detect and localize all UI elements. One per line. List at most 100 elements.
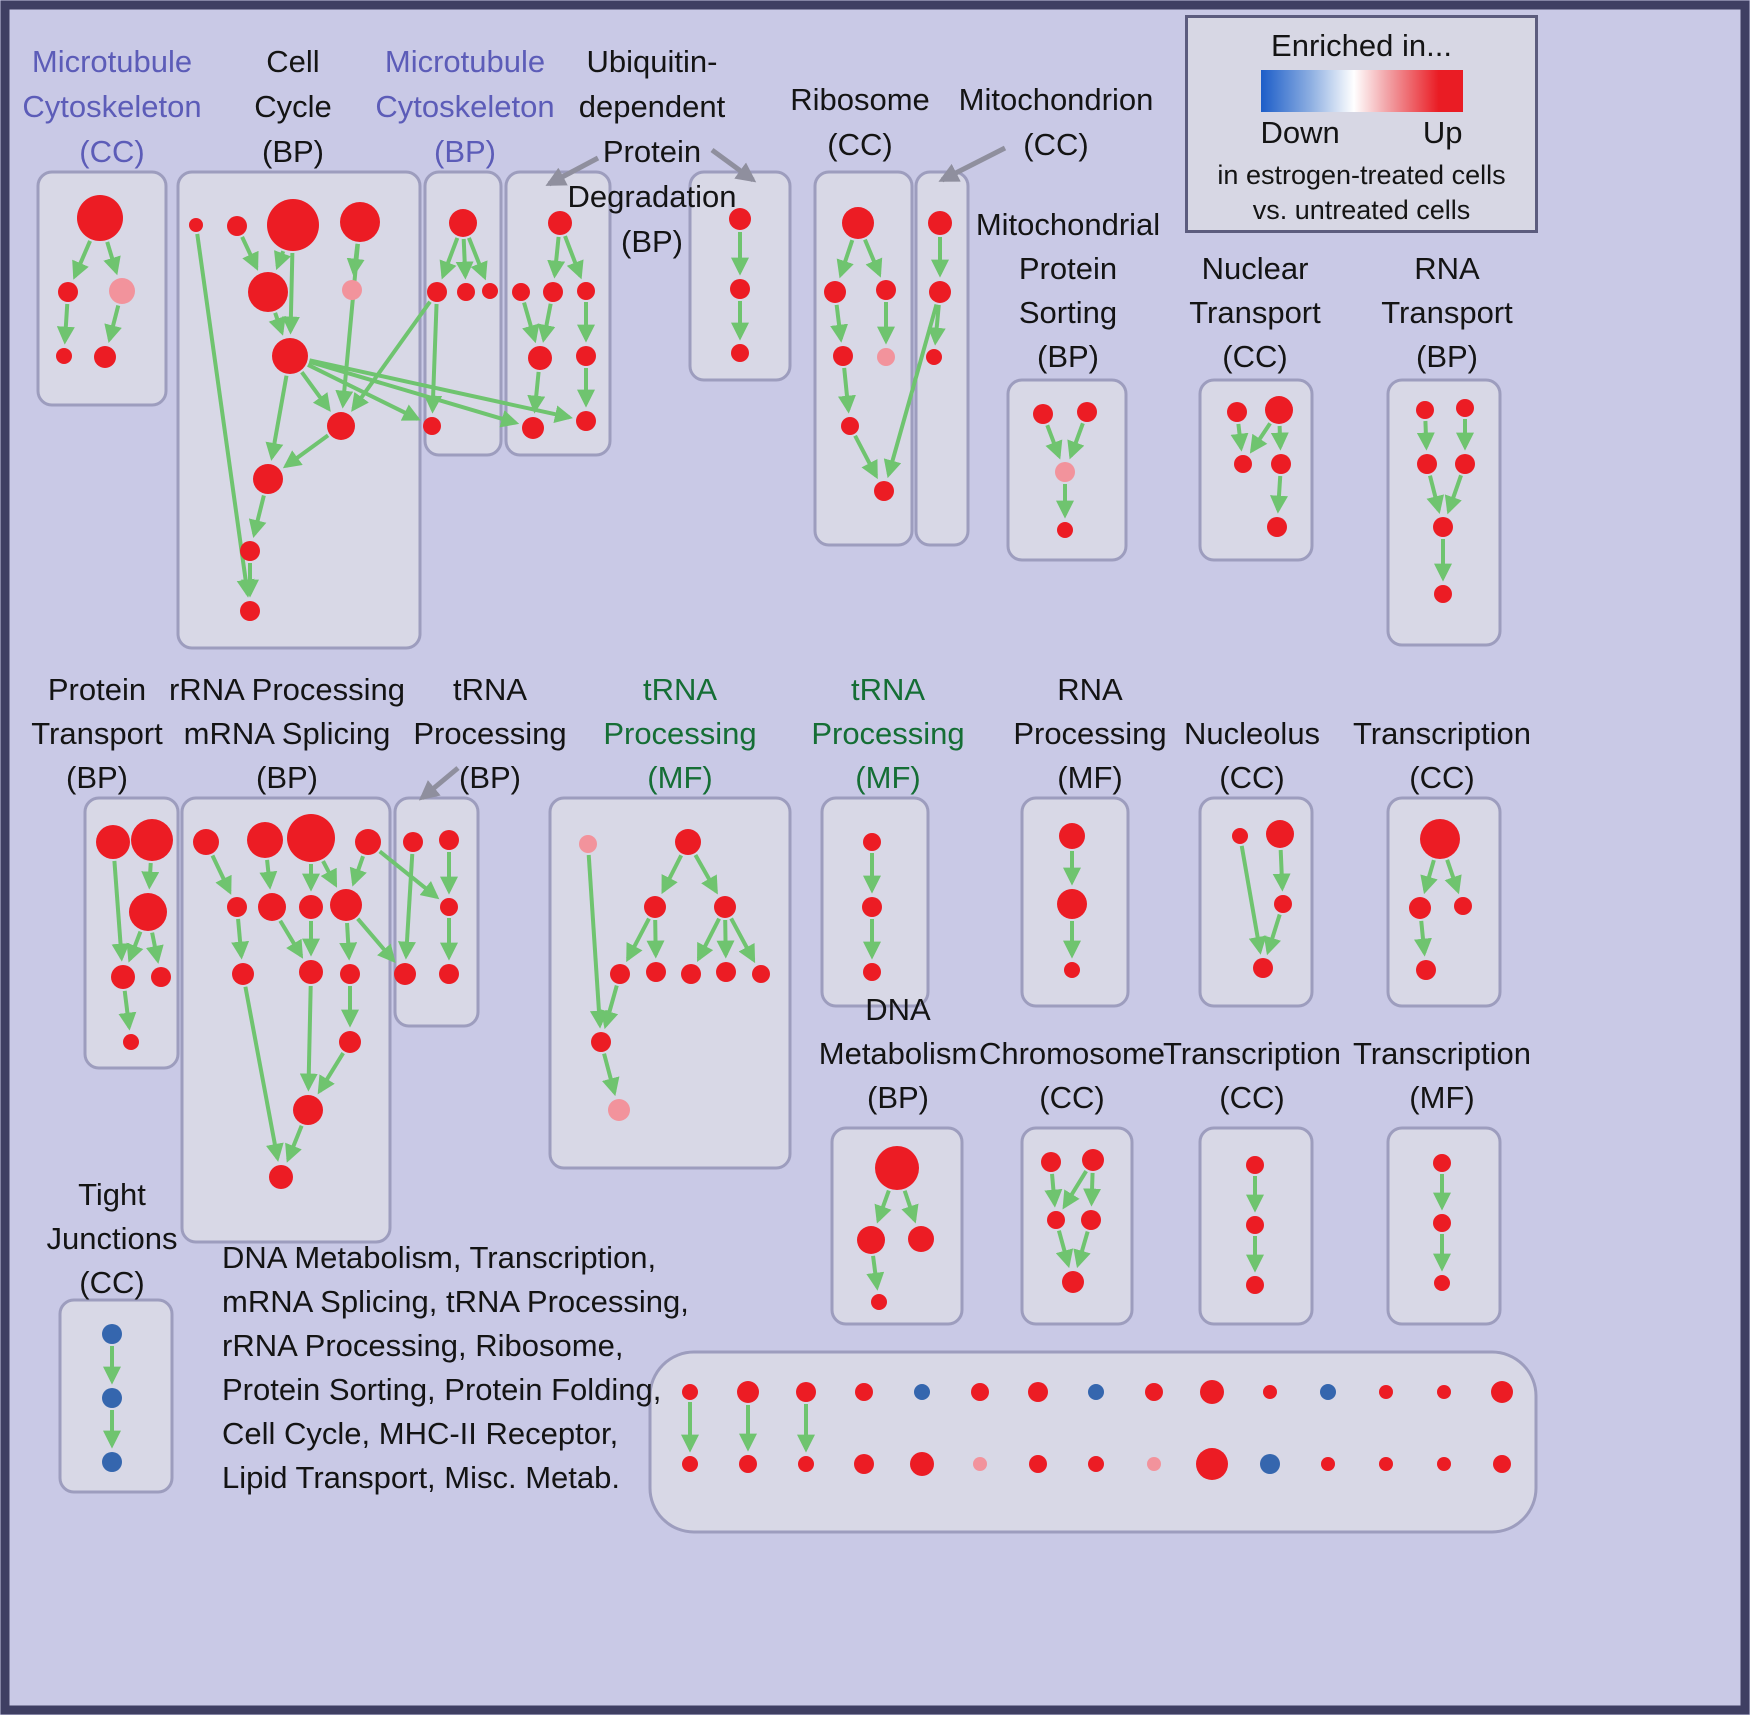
- go-term-node: [287, 814, 335, 862]
- go-edge-arrow: [1272, 849, 1291, 892]
- go-edge-arrow: [527, 371, 546, 414]
- go-term-node: [109, 278, 135, 304]
- go-edge-arrow: [866, 1255, 885, 1291]
- go-term-node: [96, 825, 130, 859]
- go-term-node: [247, 822, 283, 858]
- microtubule-cytoskeleton-cc-label: Microtubule: [32, 44, 192, 79]
- legend-gradient-bar: [1260, 70, 1463, 112]
- go-term-node: [1491, 1381, 1513, 1403]
- go-term-node: [151, 967, 171, 987]
- go-term-node: [875, 1146, 919, 1190]
- go-term-node: [1379, 1385, 1393, 1399]
- go-edge-arrow: [299, 985, 318, 1092]
- go-edge-arrow: [836, 239, 855, 279]
- go-edge-arrow: [282, 433, 330, 469]
- go-term-node: [863, 963, 881, 981]
- go-term-node: [910, 1452, 934, 1476]
- go-term-node: [716, 962, 736, 982]
- go-term-node: [1271, 454, 1291, 474]
- go-edge-arrow: [1055, 1230, 1074, 1269]
- go-term-node: [327, 412, 355, 440]
- chromosome-cc-box: [1020, 1126, 1134, 1326]
- go-term-node: [427, 282, 447, 302]
- go-edge-arrow: [646, 919, 665, 959]
- go-term-node: [1437, 1385, 1451, 1399]
- tight-junctions-cc-label: Junctions: [47, 1221, 178, 1256]
- go-edge-arrow: [378, 849, 440, 900]
- legend-subtitle-line2: vs. untreated cells: [1252, 195, 1471, 225]
- go-term-node: [1246, 1276, 1264, 1294]
- go-edge-arrow: [1083, 1172, 1102, 1207]
- go-term-node: [548, 211, 572, 235]
- transcription-cc-lower-label: (CC): [1219, 1080, 1284, 1115]
- legend-box: Enriched in... Down Up in estrogen-treat…: [1185, 15, 1538, 233]
- go-term-node: [591, 1032, 611, 1052]
- go-term-node: [841, 417, 859, 435]
- label-pointer-arrow: [938, 145, 1007, 183]
- transcription-mf-label: Transcription: [1353, 1036, 1531, 1071]
- go-term-node: [682, 1456, 698, 1472]
- go-edge-arrow: [72, 240, 92, 280]
- go-term-node: [730, 279, 750, 299]
- go-term-node: [1028, 1382, 1048, 1402]
- go-edge-arrow: [1067, 422, 1085, 460]
- trna-processing-mf-large-label: tRNA: [643, 672, 717, 707]
- go-edge-arrow: [927, 304, 946, 346]
- microtubule-cytoskeleton-bp-label: Cytoskeleton: [375, 89, 554, 124]
- legend-endpoint-labels: Down Up: [1261, 116, 1463, 150]
- microtubule-cytoskeleton-bp-label: Microtubule: [385, 44, 545, 79]
- go-term-node: [269, 1165, 293, 1189]
- go-edge-arrow: [268, 312, 286, 336]
- go-term-node: [714, 896, 736, 918]
- tight-junctions-cc-label: (CC): [79, 1265, 144, 1300]
- go-term-node: [129, 893, 167, 931]
- microtubule-cytoskeleton-bp-box: [423, 170, 503, 457]
- go-edge-arrow: [351, 300, 432, 412]
- go-edge-arrow: [467, 237, 488, 281]
- go-edge-arrow: [439, 237, 460, 280]
- go-term-node: [1041, 1152, 1061, 1172]
- dna-metabolism-bp-label: Metabolism: [819, 1036, 978, 1071]
- dna-metabolism-bp-label: (BP): [867, 1080, 929, 1115]
- go-term-node: [796, 1382, 816, 1402]
- go-edge-arrow: [278, 919, 304, 959]
- go-edge-arrow: [729, 917, 756, 964]
- go-edge-arrow: [317, 1052, 345, 1095]
- go-edge-arrow: [602, 1053, 620, 1097]
- legend-subtitle-line1: in estrogen-treated cells: [1217, 160, 1506, 190]
- go-term-node: [1433, 517, 1453, 537]
- go-term-node: [928, 211, 952, 235]
- go-term-node: [608, 1099, 630, 1121]
- go-term-node: [330, 889, 362, 921]
- cell-cycle-bp-label: (BP): [262, 134, 324, 169]
- go-term-node: [682, 1384, 698, 1400]
- go-term-node: [1434, 1275, 1450, 1291]
- go-edge-arrow: [231, 918, 250, 960]
- go-term-node: [1081, 1210, 1101, 1230]
- go-term-node: [512, 283, 530, 301]
- go-term-node: [1200, 1380, 1224, 1404]
- go-term-node: [248, 272, 288, 312]
- go-edge-arrow: [281, 252, 300, 335]
- go-term-node: [842, 207, 874, 239]
- mitochondrial-protein-sorting-bp-label: (BP): [1037, 339, 1099, 374]
- go-edge-arrow: [1426, 475, 1444, 515]
- go-edge-arrow: [563, 235, 584, 280]
- chromosome-cc-label: Chromosome: [979, 1036, 1165, 1071]
- go-term-node: [1234, 455, 1252, 473]
- go-term-node: [1417, 454, 1437, 474]
- go-term-node: [339, 1031, 361, 1053]
- nuclear-transport-cc-label: Transport: [1189, 295, 1321, 330]
- go-term-node: [1320, 1384, 1336, 1400]
- go-edge-arrow: [356, 917, 396, 964]
- legend-down-label: Down: [1260, 115, 1340, 150]
- go-edge-arrow: [1230, 423, 1249, 452]
- go-term-node: [131, 819, 173, 861]
- go-term-node: [102, 1388, 122, 1408]
- rna-processing-mf-label: RNA: [1057, 672, 1123, 707]
- go-term-node: [1057, 889, 1087, 919]
- legend-up-label: Up: [1422, 115, 1463, 150]
- trna-processing-mf-large-label: Processing: [603, 716, 756, 751]
- ubiquitin-degradation-bp-left-label: Protein: [603, 134, 701, 169]
